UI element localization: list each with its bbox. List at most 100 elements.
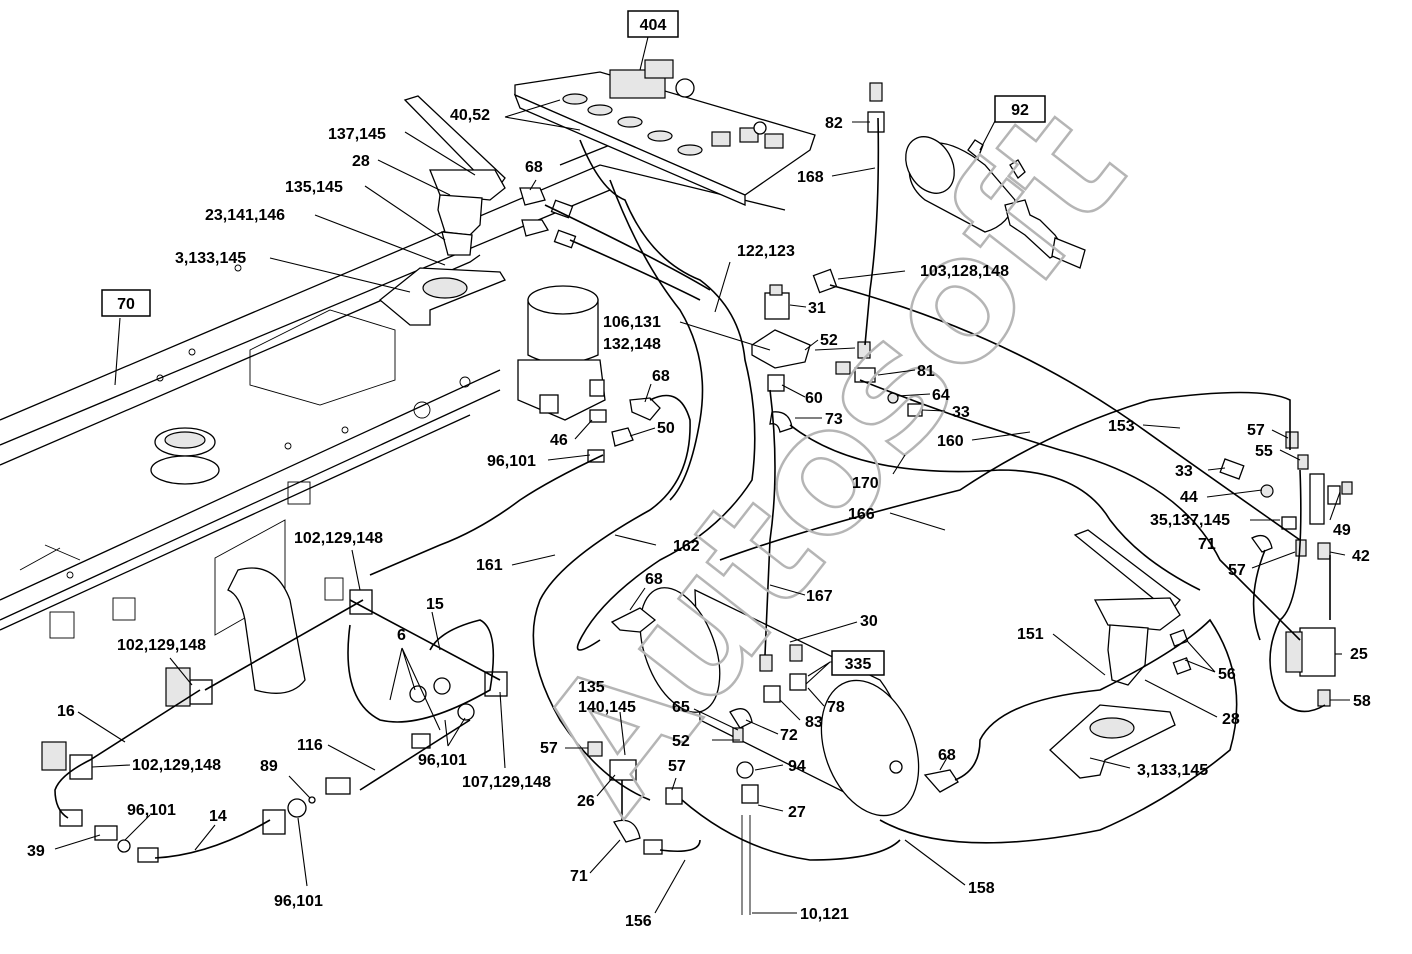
small-parts xyxy=(41,82,1353,915)
part-label: 96,101 xyxy=(418,752,467,769)
part-label: 156 xyxy=(625,913,652,930)
part-label: 23,141,146 xyxy=(205,207,285,224)
part-label: 27 xyxy=(788,804,806,821)
part-label: 33 xyxy=(1175,463,1193,480)
part-label-335: 335 xyxy=(845,656,872,673)
brake-pedal-upper xyxy=(378,95,506,326)
part-label: 39 xyxy=(27,843,45,860)
part-label: 57 xyxy=(1228,562,1246,579)
part-label: 42 xyxy=(1352,548,1370,565)
air-lines xyxy=(54,117,1331,861)
part-label: 96,101 xyxy=(487,453,536,470)
part-label: 25 xyxy=(1350,646,1368,663)
label-box-70 xyxy=(101,289,151,317)
part-label-92: 92 xyxy=(1011,102,1029,119)
chassis-frame xyxy=(0,144,786,694)
part-label: 3,133,145 xyxy=(1137,762,1208,779)
part-label: 26 xyxy=(577,793,595,810)
part-label: 94 xyxy=(788,758,806,775)
part-label: 46 xyxy=(550,432,568,449)
part-label: 50 xyxy=(657,420,675,437)
air-tank xyxy=(639,587,920,817)
part-label: 68 xyxy=(645,571,663,588)
part-label: 49 xyxy=(1333,522,1351,539)
label-box-335 xyxy=(831,650,885,676)
part-label: 102,129,148 xyxy=(132,757,221,774)
part-label: 30 xyxy=(860,613,878,630)
part-label: 6 xyxy=(397,627,406,644)
part-label: 151 xyxy=(1017,626,1044,643)
part-label: 68 xyxy=(525,159,543,176)
air-dryer-valve xyxy=(517,285,606,421)
part-label: 153 xyxy=(1108,418,1135,435)
part-labels: 40,52 137,145 28 135,145 23,141,146 3,13… xyxy=(27,107,1371,930)
part-label: 83 xyxy=(805,714,823,731)
instrument-panel xyxy=(513,59,816,206)
part-label-70: 70 xyxy=(117,296,135,313)
part-label: 166 xyxy=(848,506,875,523)
part-label: 16 xyxy=(57,703,75,720)
part-label: 167 xyxy=(806,588,833,605)
part-label: 89 xyxy=(260,758,278,775)
part-label: 122,123 xyxy=(737,243,795,260)
part-label: 162 xyxy=(673,538,700,555)
leader-lines xyxy=(54,36,1350,914)
part-label: 57 xyxy=(540,740,558,757)
part-label: 56 xyxy=(1218,666,1236,683)
part-label: 57 xyxy=(668,758,686,775)
boxed-labels: 404 92 70 335 xyxy=(101,10,1046,676)
part-label: 132,148 xyxy=(603,336,661,353)
part-label: 116 xyxy=(297,737,323,754)
part-label: 28 xyxy=(352,153,370,170)
part-label: 52 xyxy=(672,733,690,750)
part-label: 3,133,145 xyxy=(175,250,246,267)
part-label: 52 xyxy=(820,332,838,349)
part-label: 44 xyxy=(1180,489,1198,506)
part-label: 35,137,145 xyxy=(1150,512,1230,529)
part-label: 161 xyxy=(476,557,503,574)
part-label: 65 xyxy=(672,699,690,716)
part-label: 96,101 xyxy=(274,893,323,910)
label-box-92 xyxy=(994,95,1046,123)
part-label: 135 xyxy=(578,679,605,696)
part-label: 82 xyxy=(825,115,843,132)
part-label: 57 xyxy=(1247,422,1265,439)
brake-booster-cylinder xyxy=(905,136,1086,269)
part-label: 31 xyxy=(808,300,826,317)
part-label: 102,129,148 xyxy=(294,530,383,547)
part-label: 10,121 xyxy=(800,906,849,923)
part-label: 68 xyxy=(652,368,670,385)
part-label: 96,101 xyxy=(127,802,176,819)
part-label: 68 xyxy=(938,747,956,764)
brake-pedal-lower xyxy=(1049,529,1181,779)
part-label: 71 xyxy=(1198,536,1216,553)
part-label: 103,128,148 xyxy=(920,263,1009,280)
part-label: 55 xyxy=(1255,443,1273,460)
part-label: 64 xyxy=(932,387,950,404)
part-label: 158 xyxy=(968,880,995,897)
part-label: 137,145 xyxy=(328,126,386,143)
part-label: 106,131 xyxy=(603,314,661,331)
part-label: 73 xyxy=(825,411,843,428)
part-label: 102,129,148 xyxy=(117,637,206,654)
part-label: 140,145 xyxy=(578,699,636,716)
part-label: 40,52 xyxy=(450,107,490,124)
part-label: 72 xyxy=(780,727,798,744)
part-label: 168 xyxy=(797,169,824,186)
part-label: 78 xyxy=(827,699,845,716)
part-label: 160 xyxy=(937,433,964,450)
label-box-404 xyxy=(627,10,679,38)
part-label: 15 xyxy=(426,596,444,613)
part-label: 14 xyxy=(209,808,227,825)
part-label: 60 xyxy=(805,390,823,407)
part-label: 170 xyxy=(852,475,879,492)
part-label: 107,129,148 xyxy=(462,774,551,791)
part-label: 33 xyxy=(952,404,970,421)
part-label: 135,145 xyxy=(285,179,343,196)
part-label: 28 xyxy=(1222,711,1240,728)
part-label: 81 xyxy=(917,363,935,380)
part-label-404: 404 xyxy=(640,17,667,34)
part-label: 71 xyxy=(570,868,588,885)
part-label: 58 xyxy=(1353,693,1371,710)
